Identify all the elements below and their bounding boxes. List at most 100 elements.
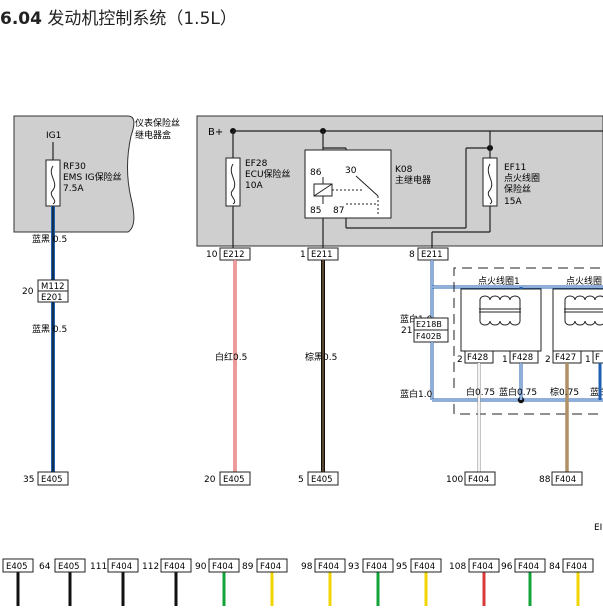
row1-pin-20: 20 xyxy=(204,475,216,485)
wire-label-brown-075: 棕0.75 xyxy=(550,386,579,398)
rf30-fuse-element xyxy=(50,165,56,205)
coil2-left-pin: 2 xyxy=(545,355,551,365)
wire-label-blue-black-2: 蓝黑 0.5 xyxy=(32,323,67,335)
coil-area-boundary-bottom xyxy=(453,404,603,415)
section-title: 发动机控制系统（1.5L） xyxy=(47,9,237,29)
row1-label-e405-2: E405 xyxy=(223,475,245,485)
wire-label-brown-black: 棕黑0.5 xyxy=(305,351,337,363)
wire-label-blue-white-075: 蓝白0.75 xyxy=(499,386,537,398)
ef11-fuse-element xyxy=(487,163,493,205)
coil1-right-pin: 1 xyxy=(502,355,508,365)
row2-pin-111: 111 xyxy=(90,562,107,572)
row2-connector-8 xyxy=(362,558,394,573)
row2-label-8: F404 xyxy=(366,562,387,572)
bottom-row2-connectors: E405 64 E405 111 F404 112 F404 90 F404 8… xyxy=(2,558,594,573)
row2-pin-64: 64 xyxy=(39,562,51,572)
row2-pin-84: 84 xyxy=(549,562,561,572)
ef28-fuse-element xyxy=(230,163,236,205)
row2-connector-2 xyxy=(54,558,86,573)
row1-pin-5: 5 xyxy=(298,475,304,485)
row2-label-12: F404 xyxy=(566,562,587,572)
row2-pin-93: 93 xyxy=(348,562,359,572)
k08-coil-diag xyxy=(313,183,333,197)
connector-e211a-pin: 1 xyxy=(300,250,306,260)
k08-pin-30: 30 xyxy=(345,166,357,176)
coil1-left-pin: 2 xyxy=(457,355,463,365)
ef28-code: EF28 xyxy=(245,159,268,169)
ef11-desc1: 点火线圈 xyxy=(504,172,540,184)
bottom-row1-connectors: 35 E405 20 E405 5 E405 100 F404 88 F404 xyxy=(23,471,583,486)
ef11-fuse xyxy=(482,157,498,207)
row2-connector-10 xyxy=(468,558,500,573)
row2-connector-5 xyxy=(208,558,240,573)
ef28-desc: ECU保险丝 xyxy=(245,168,291,180)
ef28-fuse xyxy=(225,157,241,207)
coil2-right-label: F xyxy=(595,353,600,363)
row1-label-e405-1: E405 xyxy=(41,475,63,485)
row2-label-4: F404 xyxy=(164,562,185,572)
row1-connector-e405-2 xyxy=(219,471,251,486)
row1-connector-f404-2 xyxy=(551,471,583,486)
coil1-left-label: F428 xyxy=(467,353,488,363)
ef28-rating: 10A xyxy=(245,181,263,191)
row1-pin-100: 100 xyxy=(446,475,463,485)
row2-pin-108: 108 xyxy=(449,562,466,572)
connector-e218-pin: 21 xyxy=(401,326,412,336)
fuse-box-label-2: 继电器盒 xyxy=(135,129,171,141)
row1-label-f404-2: F404 xyxy=(555,475,576,485)
row2-label-3: F404 xyxy=(111,562,132,572)
row2-label-9: F404 xyxy=(414,562,435,572)
connector-e212-pin: 10 xyxy=(206,250,218,260)
coil-area-boundary xyxy=(453,267,603,388)
k08-pin-87: 87 xyxy=(333,206,344,216)
connector-m112-label: M112 xyxy=(41,282,65,292)
row2-connector-12 xyxy=(562,558,594,573)
coil2-right-pin: 1 xyxy=(585,355,591,365)
row2-pin-90: 90 xyxy=(195,562,207,572)
k08-switch-arm xyxy=(355,175,379,197)
coil1-right-label: F428 xyxy=(512,353,533,363)
connector-e211b-pin: 8 xyxy=(409,250,415,260)
coil2-left-label: F427 xyxy=(555,353,576,363)
row2-label-7: F404 xyxy=(318,562,339,572)
ef11-desc2: 保险丝 xyxy=(504,183,531,195)
row2-connector-1 xyxy=(2,558,34,573)
coil2-transformer-icon xyxy=(564,295,603,326)
connector-e212-label: E212 xyxy=(223,250,245,260)
row2-label-2: E405 xyxy=(58,562,80,572)
ef11-code: EF11 xyxy=(504,163,526,173)
row2-connector-7 xyxy=(314,558,346,573)
rf30-rating: 7.5A xyxy=(63,184,84,194)
wire-label-white-075: 白0.75 xyxy=(466,386,495,398)
fuse-box-label-1: 仪表保险丝 xyxy=(135,117,180,129)
row2-label-11: F404 xyxy=(518,562,539,572)
coil2-label: 点火线圈 xyxy=(566,275,602,287)
row2-connector-3 xyxy=(107,558,139,573)
row2-connector-6 xyxy=(256,558,288,573)
row2-connector-11 xyxy=(514,558,546,573)
coil1-transformer-icon xyxy=(479,295,521,326)
connector-m112-pin: 20 xyxy=(22,287,34,297)
connector-e201-label: E201 xyxy=(41,293,63,303)
row1-pin-88: 88 xyxy=(539,475,551,485)
coil1-label: 点火线圈1 xyxy=(478,275,520,287)
engine-fuse-relay-box xyxy=(196,115,603,247)
instrument-fuse-relay-box xyxy=(13,115,135,233)
k08-pin-86: 86 xyxy=(310,168,322,178)
row1-connector-f404-1 xyxy=(464,471,496,486)
row2-pin-89: 89 xyxy=(242,562,254,572)
coil1-box xyxy=(460,288,542,352)
rf30-code: RF30 xyxy=(63,162,86,172)
row2-pin-98: 98 xyxy=(301,562,313,572)
row2-connector-4 xyxy=(160,558,192,573)
row2-connector-9 xyxy=(410,558,442,573)
bplus-label: B+ xyxy=(208,127,223,138)
page-title: 6.04 发动机控制系统（1.5L） xyxy=(0,4,237,29)
k08-desc: 主继电器 xyxy=(395,174,431,186)
ecu-partial-label: EI xyxy=(594,523,602,533)
coil1-right-connector xyxy=(509,350,539,364)
row2-label-1: E405 xyxy=(6,562,28,572)
k08-pin-85: 85 xyxy=(310,206,321,216)
wire-label-white-red: 白红0.5 xyxy=(215,351,247,363)
